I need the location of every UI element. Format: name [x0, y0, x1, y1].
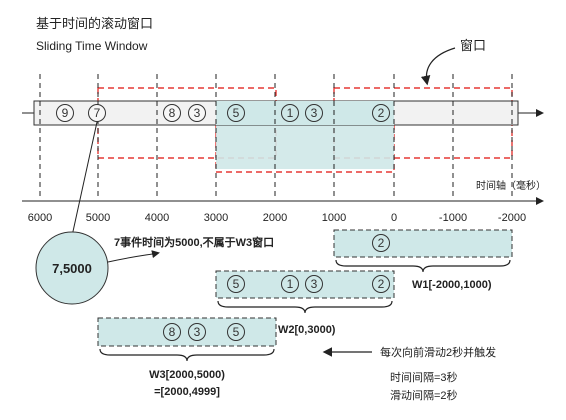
svg-text:3: 3: [194, 325, 201, 339]
w3-label-line2: =[2000,4999]: [154, 386, 220, 398]
w3-event: 5: [227, 323, 245, 341]
window-label-arrow: [420, 47, 456, 86]
tick-label: 2000: [263, 212, 287, 224]
slide-note: 每次向前滑动2秒并触发: [380, 345, 496, 359]
callout-text: 7事件时间为5000,不属于W3窗口: [114, 235, 274, 249]
svg-text:8: 8: [169, 325, 176, 339]
tick-label: 0: [391, 212, 397, 224]
w1-brace: [335, 259, 511, 273]
tick-label: 5000: [86, 212, 110, 224]
svg-text:3: 3: [311, 277, 318, 291]
svg-text:7: 7: [94, 106, 101, 120]
w3-event: 3: [188, 323, 206, 341]
svg-text:5: 5: [233, 325, 240, 339]
timeline-event: 3: [305, 104, 323, 122]
tick-labels: 6000 5000 4000 3000 2000 1000 0 -1000 -2…: [28, 212, 526, 224]
timeline-event: 8: [163, 104, 181, 122]
timeline-event: 3: [188, 104, 206, 122]
timeline-event: 9: [56, 104, 74, 122]
tick-label: 6000: [28, 212, 52, 224]
tick-guides: [39, 74, 513, 196]
timeline-events: 9 7 8 3 5 1 3 2: [56, 104, 390, 122]
w2-label: W2[0,3000): [278, 324, 336, 336]
svg-text:9: 9: [62, 106, 69, 120]
svg-text:5: 5: [233, 277, 240, 291]
w2-event: 3: [305, 275, 323, 293]
timeline-event: 2: [372, 104, 390, 122]
w3-brace: [99, 348, 275, 362]
interval-time: 时间间隔=3秒: [390, 370, 458, 384]
svg-text:3: 3: [194, 106, 201, 120]
callout-arrow: [107, 250, 160, 263]
callout-value: 7,5000: [52, 261, 92, 276]
w3-window: [97, 317, 277, 347]
window-label: 窗口: [460, 38, 486, 53]
callout-circle: [35, 231, 109, 305]
tick-label: 3000: [204, 212, 228, 224]
w2-event: 2: [372, 275, 390, 293]
svg-text:1: 1: [287, 106, 294, 120]
timeline-event: 5: [227, 104, 245, 122]
w2-window: [215, 270, 395, 299]
svg-text:2: 2: [378, 277, 385, 291]
svg-text:5: 5: [233, 106, 240, 120]
tick-label: 4000: [145, 212, 169, 224]
title-english: Sliding Time Window: [36, 39, 148, 53]
w3-event: 8: [163, 323, 181, 341]
svg-text:2: 2: [378, 236, 385, 250]
tick-label: -1000: [439, 212, 467, 224]
w2-event: 5: [227, 275, 245, 293]
w2-brace: [217, 300, 393, 314]
svg-text:2: 2: [378, 106, 385, 120]
svg-text:1: 1: [287, 277, 294, 291]
title-chinese: 基于时间的滚动窗口: [36, 16, 153, 31]
tick-label: 1000: [322, 212, 346, 224]
w2-event: 1: [281, 275, 299, 293]
axis-label: 时间轴（毫秒）: [476, 179, 546, 192]
tick-label: -2000: [498, 212, 526, 224]
w1-event: 2: [372, 234, 390, 252]
w3-label-line1: W3[2000,5000): [149, 369, 225, 381]
timeline-event: 1: [281, 104, 299, 122]
interval-slide: 滑动间隔=2秒: [390, 388, 458, 402]
svg-text:8: 8: [169, 106, 176, 120]
timeline-event: 7: [88, 104, 106, 122]
callout-connector: [71, 121, 98, 237]
w1-window: [333, 229, 513, 258]
w1-label: W1[-2000,1000): [412, 279, 492, 291]
svg-text:3: 3: [311, 106, 318, 120]
